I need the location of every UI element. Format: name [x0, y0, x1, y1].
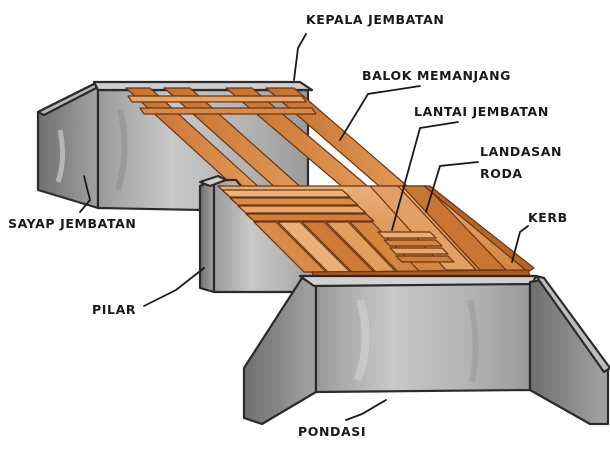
pier-side — [200, 180, 214, 292]
abutment-front-face — [316, 282, 530, 392]
deck-plank — [230, 198, 358, 205]
label-roda: RODA — [480, 166, 523, 181]
wing-wall-front-left — [244, 278, 316, 424]
beam-cross-1 — [128, 96, 306, 102]
deck-plank — [384, 240, 442, 246]
label-pondasi: PONDASI — [298, 424, 366, 439]
label-balok-memanjang: BALOK MEMANJANG — [362, 68, 511, 83]
leader-balok-memanjang — [340, 86, 420, 140]
leader-kepala-jembatan — [294, 34, 306, 80]
beam-cross-2 — [140, 108, 316, 114]
deck-plank — [246, 214, 374, 221]
label-kerb: KERB — [528, 210, 568, 225]
label-lantai-jembatan: LANTAI JEMBATAN — [414, 104, 549, 119]
label-landasan: LANDASAN — [480, 144, 562, 159]
label-pilar: PILAR — [92, 302, 136, 317]
leader-pondasi — [346, 400, 386, 420]
deck-plank — [238, 206, 366, 213]
label-kepala-jembatan: KEPALA JEMBATAN — [306, 12, 444, 27]
deck-plank — [378, 232, 436, 238]
abutment-front-rim — [300, 276, 536, 286]
deck-plank — [390, 248, 448, 254]
deck-plank — [396, 256, 454, 262]
abutment-front — [244, 276, 610, 424]
leader-pilar — [144, 268, 204, 306]
deck-plank — [222, 190, 350, 197]
label-sayap-jembatan: SAYAP JEMBATAN — [8, 216, 136, 231]
